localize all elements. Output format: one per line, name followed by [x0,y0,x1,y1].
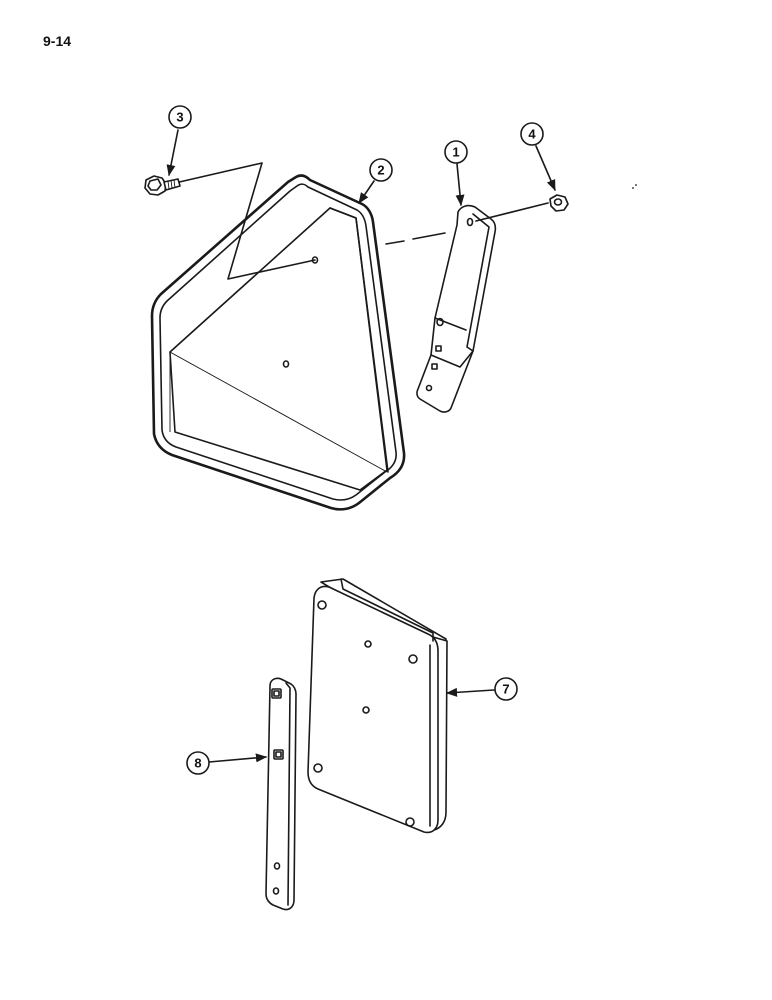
callout-2: 2 [358,158,393,204]
svg-text:7: 7 [502,682,509,697]
reflector-plate-part [307,578,448,834]
leader-bracket-to-nut [475,202,549,222]
nut-part [549,194,569,212]
callout-3: 3 [166,105,192,177]
smv-emblem-part [150,162,406,511]
svg-text:2: 2 [377,163,384,178]
callout-4: 4 [520,122,556,192]
callout-7: 7 [445,677,518,701]
callout-8: 8 [186,751,268,775]
bracket-part [416,204,497,413]
svg-text:1: 1 [452,145,459,160]
svg-text:4: 4 [528,127,536,142]
svg-text:8: 8 [194,756,201,771]
callout-1: 1 [444,140,468,207]
mounting-strap-part [265,677,297,911]
bolt-part [144,175,181,196]
leader-emblem-to-bracket [385,240,405,245]
svg-text:3: 3 [176,110,183,125]
leader-emblem-to-bracket-2 [412,232,446,240]
page-number: 9-14 [43,33,72,49]
